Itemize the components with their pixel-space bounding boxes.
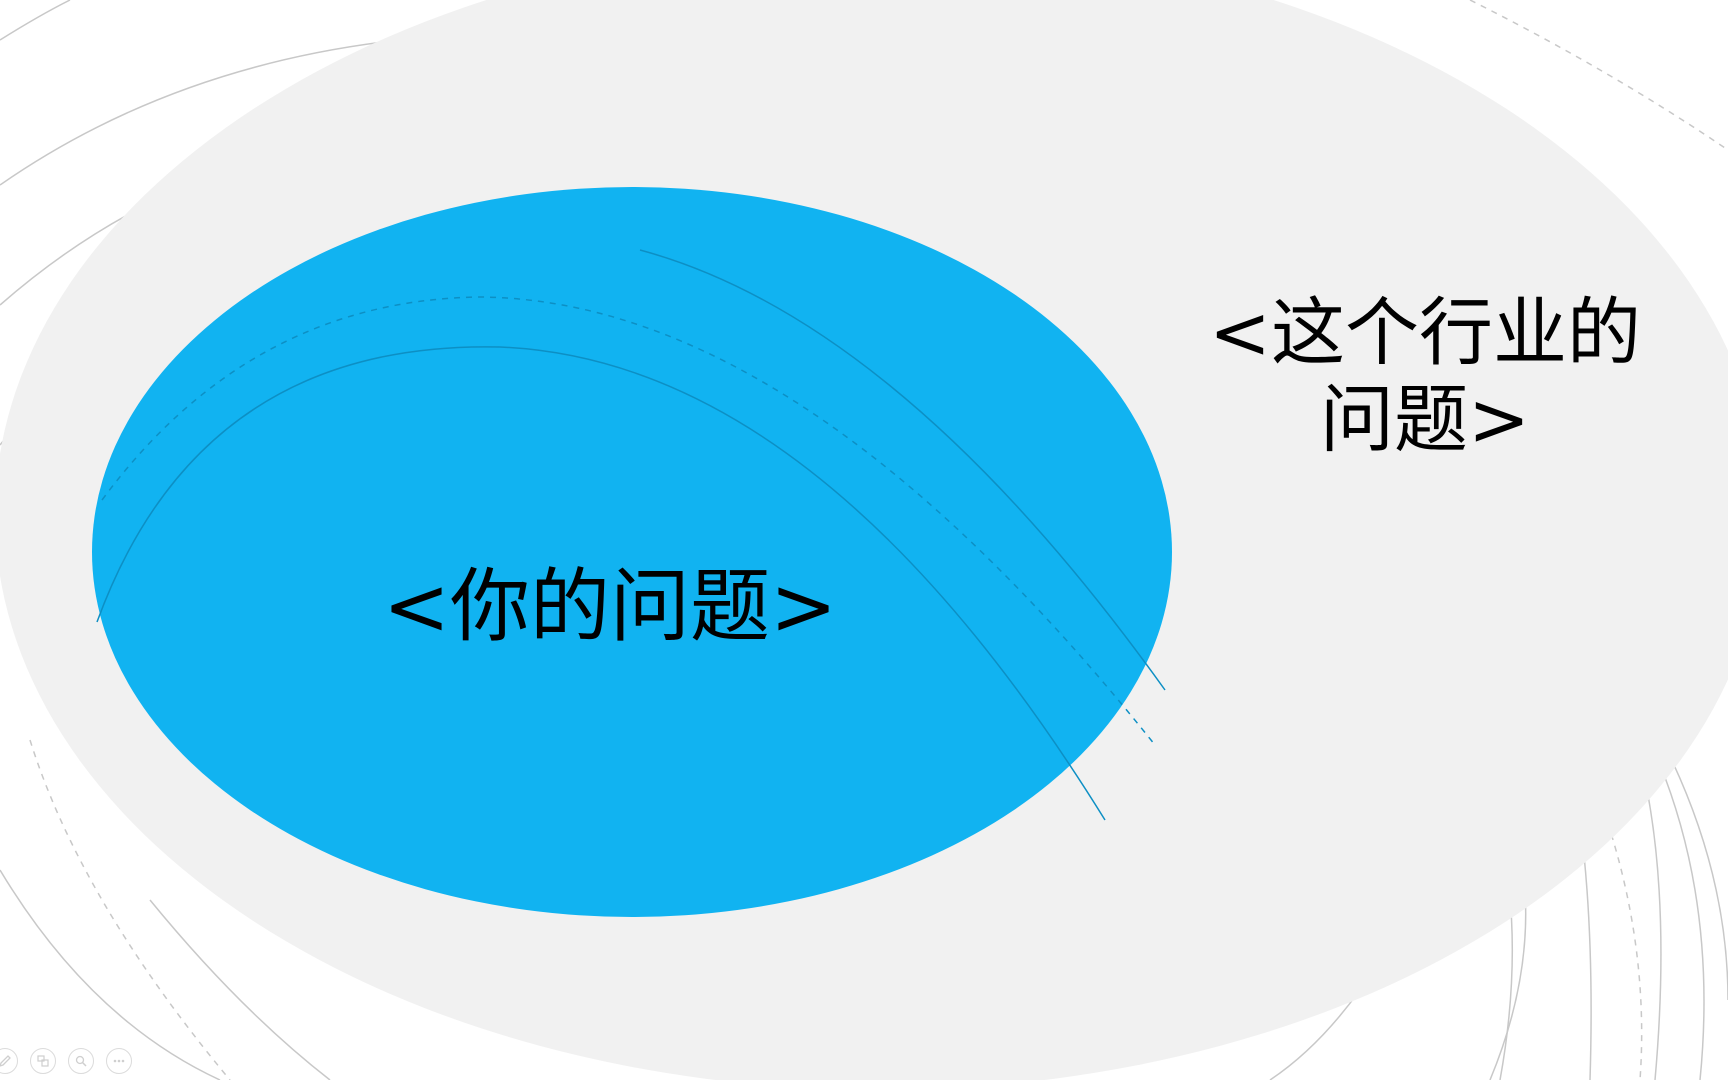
inner-ellipse-label: <你的问题> (382, 560, 838, 653)
zoom-button[interactable] (68, 1048, 94, 1074)
slideshow-toolbar (0, 1046, 132, 1076)
inner-ellipse-arcs (96, 249, 1166, 821)
more-options-button[interactable] (106, 1048, 132, 1074)
slides-button[interactable] (30, 1048, 56, 1074)
inner-ellipse (92, 187, 1172, 917)
zoom-icon (75, 1055, 87, 1067)
more-options-icon (113, 1059, 125, 1063)
outer-ellipse-label: <这个行业的问题> (1208, 290, 1641, 463)
pen-icon (0, 1055, 11, 1067)
slides-icon (37, 1055, 49, 1067)
pen-button[interactable] (0, 1048, 18, 1074)
